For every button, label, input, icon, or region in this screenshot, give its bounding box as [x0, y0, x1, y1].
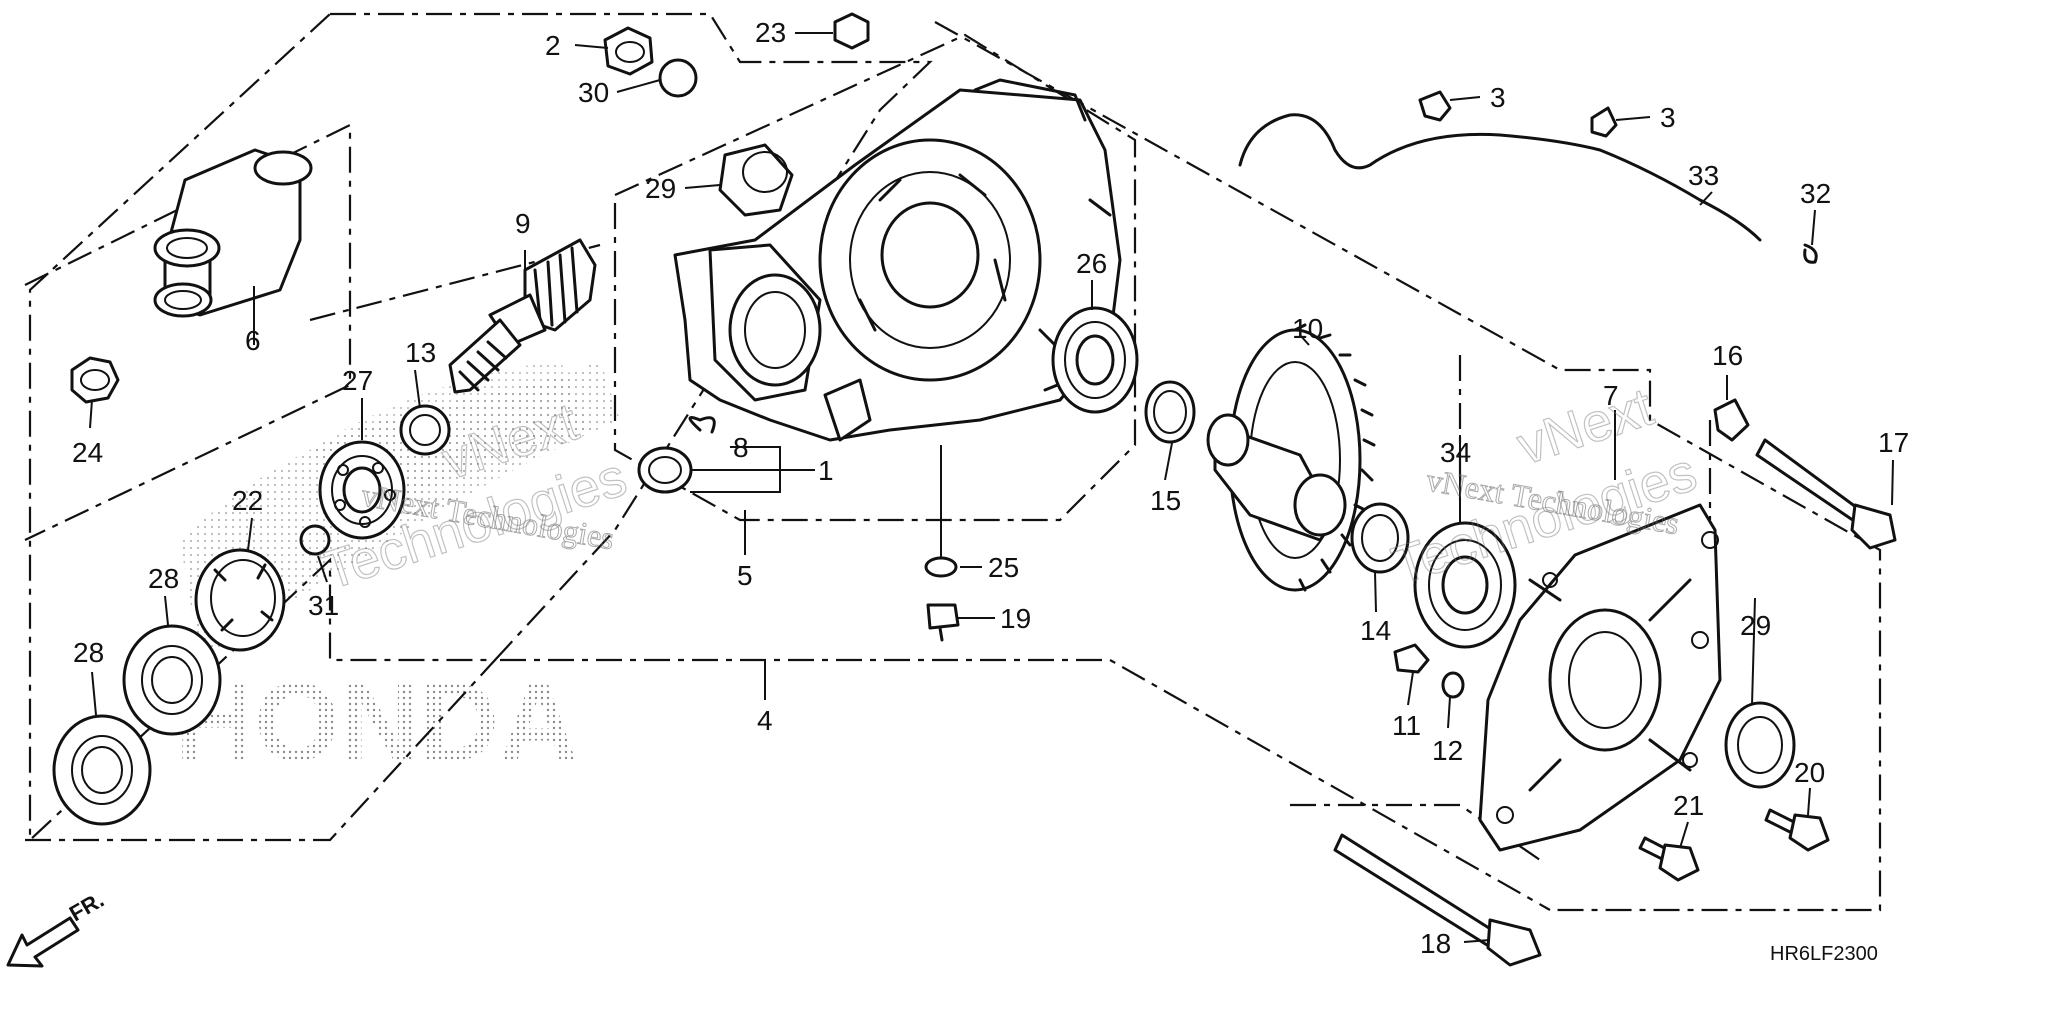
callout-6: 6 — [245, 325, 261, 356]
part-31-o-ring — [299, 524, 331, 556]
callout-8: 8 — [733, 432, 749, 463]
callout-34: 34 — [1440, 437, 1471, 468]
part-34-bearing — [1413, 521, 1517, 649]
brand-text: HONDA — [175, 661, 578, 784]
callout-11: 11 — [1392, 710, 1421, 741]
callout-21: 21 — [1673, 790, 1704, 821]
callout-9: 9 — [515, 208, 531, 239]
part-25-washer — [924, 556, 958, 578]
callout-labels: 2 30 23 29 3 3 33 32 26 10 9 13 27 6 24 … — [72, 17, 1909, 959]
part-9-pinion-shaft — [448, 238, 597, 394]
front-arrow-icon — [6, 916, 80, 968]
part-30-washer — [658, 58, 698, 98]
callout-23: 23 — [755, 17, 786, 48]
callout-30: 30 — [578, 77, 609, 108]
callout-1: 1 — [818, 455, 834, 486]
callout-20: 20 — [1794, 757, 1825, 788]
diagram-reference-code: HR6LF2300 — [1770, 943, 1878, 965]
part-6-hub-flange — [153, 148, 313, 318]
part-2-breather — [603, 26, 654, 76]
part-15-ring — [1144, 380, 1196, 444]
callout-26: 26 — [1076, 248, 1107, 279]
part-3-clip-left — [1418, 90, 1452, 122]
callout-27: 27 — [342, 365, 373, 396]
part-5-final-gear-case — [673, 78, 1122, 442]
callout-15: 15 — [1150, 485, 1181, 516]
callout-24: 24 — [72, 437, 103, 468]
callout-3-right: 3 — [1660, 102, 1676, 133]
part-16-collar — [1713, 398, 1750, 442]
callout-2: 2 — [545, 30, 561, 61]
callout-17: 17 — [1878, 427, 1909, 458]
part-23-nut — [833, 12, 870, 50]
callout-29-top: 29 — [645, 173, 676, 204]
callout-13: 13 — [405, 337, 436, 368]
callout-28-outer: 28 — [73, 637, 104, 668]
part-27-bearing — [318, 440, 406, 540]
part-20-bolt — [1764, 808, 1830, 852]
part-26-bearing — [1051, 306, 1139, 414]
part-19-bolt — [926, 603, 960, 642]
callout-3-left: 3 — [1490, 82, 1506, 113]
leader-lines — [89, 32, 1894, 943]
callout-19: 19 — [1000, 603, 1031, 634]
callout-29-right: 29 — [1740, 610, 1771, 641]
callout-18: 18 — [1420, 928, 1451, 959]
callout-22: 22 — [232, 485, 263, 516]
callout-12: 12 — [1432, 735, 1463, 766]
part-33-breather-hose — [1238, 113, 1762, 242]
callout-16: 16 — [1712, 340, 1743, 371]
callout-5: 5 — [737, 560, 753, 591]
part-28-seal-outer — [52, 714, 152, 826]
part-10-ring-gear — [1206, 323, 1376, 592]
part-28-seal-inner — [122, 624, 222, 736]
part-1-collar — [637, 446, 693, 494]
callout-14: 14 — [1360, 615, 1391, 646]
part-7-case-cover — [1478, 503, 1722, 852]
part-29-seal-top — [718, 143, 794, 217]
front-direction-indicator: FR. — [6, 887, 108, 968]
part-3-clip-right — [1590, 106, 1618, 138]
part-18-long-bolt — [1333, 833, 1542, 967]
part-17-bolt — [1755, 438, 1897, 550]
callout-31: 31 — [308, 590, 339, 621]
part-12-washer — [1441, 671, 1465, 699]
part-22-lock-nut — [194, 548, 286, 652]
part-29-seal-right — [1724, 701, 1796, 789]
part-14-ring — [1350, 502, 1410, 574]
callout-32: 32 — [1800, 178, 1831, 209]
callout-28-inner: 28 — [148, 563, 179, 594]
callout-33: 33 — [1688, 160, 1719, 191]
callout-4: 4 — [757, 705, 773, 736]
callout-25: 25 — [988, 552, 1019, 583]
part-11-bolt — [1393, 643, 1430, 674]
part-32-clamp — [1803, 243, 1818, 264]
callout-10: 10 — [1292, 313, 1323, 344]
part-13-ring — [399, 404, 451, 456]
part-8-circlip — [688, 416, 716, 434]
part-24-nut — [70, 356, 120, 404]
part-21-bolt — [1638, 836, 1700, 882]
callout-7: 7 — [1603, 380, 1619, 411]
